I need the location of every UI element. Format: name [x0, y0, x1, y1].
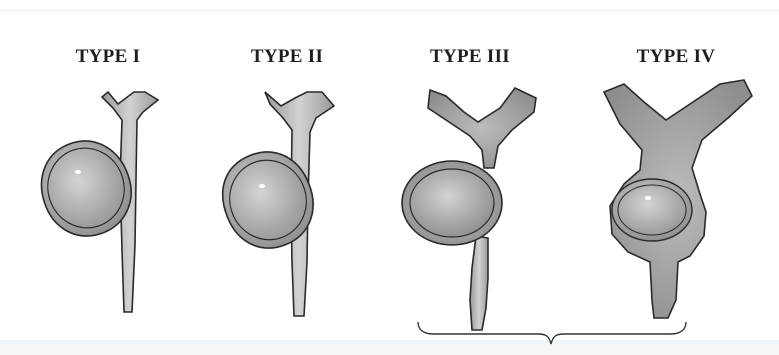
type-4-illustration: [604, 80, 752, 318]
type-3-cyst: [402, 161, 502, 245]
type-3-duct: [428, 88, 536, 168]
type-3-lower-duct: [470, 236, 488, 330]
type-4-highlight: [645, 196, 651, 200]
group-brace: [418, 322, 686, 344]
type-1-highlight: [75, 170, 81, 174]
type-4-cyst: [612, 179, 692, 241]
type-1-illustration: [30, 92, 158, 312]
type-2-highlight: [259, 184, 265, 188]
type-2-illustration: [209, 92, 334, 316]
